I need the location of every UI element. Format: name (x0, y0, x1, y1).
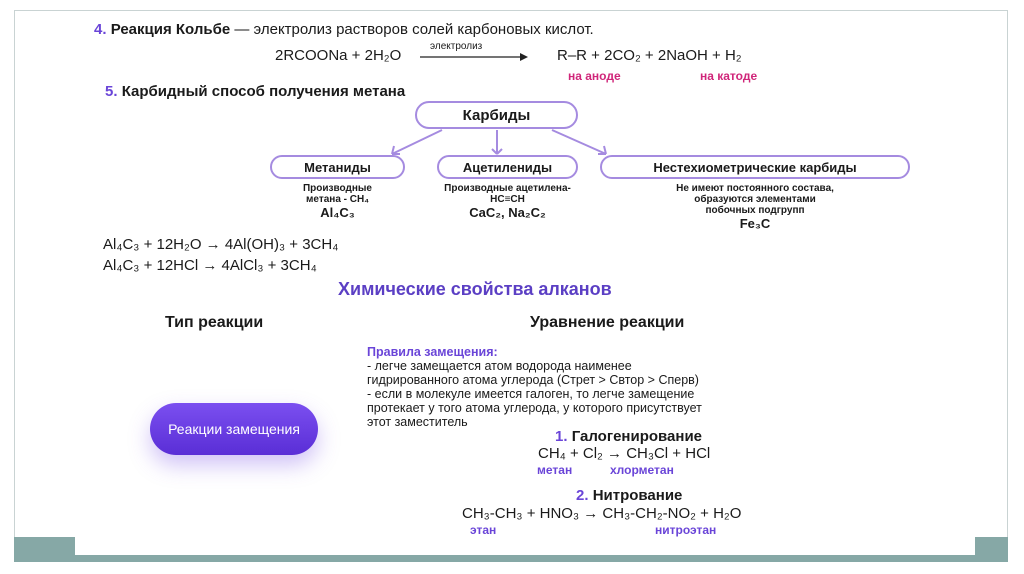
substitution-rules: Правила замещения: - легче замещается ат… (367, 345, 702, 429)
label-methane: метан (537, 463, 573, 477)
column-header-type: Тип реакции (165, 314, 264, 331)
carbides-root-node: Карбиды (415, 101, 578, 129)
halogenation-title: 1. Галогенирование (555, 428, 703, 445)
rule-line: гидрированного атома углерода (Cтрет > C… (367, 373, 699, 387)
rule-line: протекает у того атома углерода, у котор… (367, 401, 702, 415)
nonstoich-desc: Не имеют постоянного состава,образуются … (600, 183, 910, 231)
carbide-heading: 5. Карбидный способ получения метана (105, 83, 405, 100)
arrow-label: электролиз (430, 41, 483, 52)
carbide-title: Карбидный способ получения метана (121, 83, 406, 100)
rule-line: этот заместитель (367, 415, 468, 429)
formula: Al₄C₃ (320, 205, 355, 220)
node-acetylenides: Ацетилениды (437, 155, 578, 179)
rule-line: - легче замещается атом водорода наимене… (367, 359, 632, 373)
column-header-equation: Уравнение реакции (530, 314, 685, 331)
reaction-arrow-icon (420, 53, 528, 61)
rule-line: - если в молекуле имеется галоген, то ле… (367, 387, 695, 401)
decor-bar-bottom (14, 555, 1008, 562)
label-ethane: этан (470, 523, 497, 537)
kolbe-reactants: 2RCOONa + 2H₂O (275, 47, 402, 64)
label-chloromethane: хлорметан (610, 463, 674, 477)
label-nitroethane: нитроэтан (655, 523, 717, 537)
node-metanides: Метаниды (270, 155, 405, 179)
cathode-label: на катоде (700, 69, 758, 83)
carbide-equation-1: Al₄C₃ + 12H₂O → 4Al(OH)₃ + 3CH₄ (103, 236, 339, 253)
section-title: Химические свойства алканов (338, 279, 612, 299)
formula: CaC₂, Na₂C₂ (469, 205, 546, 220)
halogenation-equation: CH₄ + Cl₂ → CH₃Cl + HCl (538, 445, 711, 462)
rules-title: Правила замещения: (367, 345, 498, 359)
carbide-equation-2: Al₄C₃ + 12HCl → 4AlCl₃ + 3CH₄ (103, 257, 317, 274)
kolbe-title: Реакция Кольбе (110, 21, 231, 38)
node-nonstoichiometric: Нестехиометрические карбиды (600, 155, 910, 179)
tree-arrows-icon (391, 129, 607, 155)
formula: Fe₃C (739, 216, 771, 231)
substitution-reactions-button[interactable]: Реакции замещения (150, 403, 318, 455)
carbide-num: 5. (105, 83, 118, 100)
kolbe-num: 4. (94, 21, 107, 38)
kolbe-heading: 4. Реакция Кольбе — электролиз растворов… (94, 21, 594, 38)
anode-label: на аноде (568, 69, 621, 83)
kolbe-products: R–R + 2CO₂ + 2NaOH + H₂ (557, 47, 742, 64)
kolbe-desc: — электролиз растворов солей карбоновых … (230, 21, 594, 38)
nitration-title: 2. Нитрование (576, 487, 683, 504)
nitration-equation: CH₃-CH₃ + HNO₃ → CH₃-CH₂-NO₂ + H₂O (462, 505, 742, 522)
